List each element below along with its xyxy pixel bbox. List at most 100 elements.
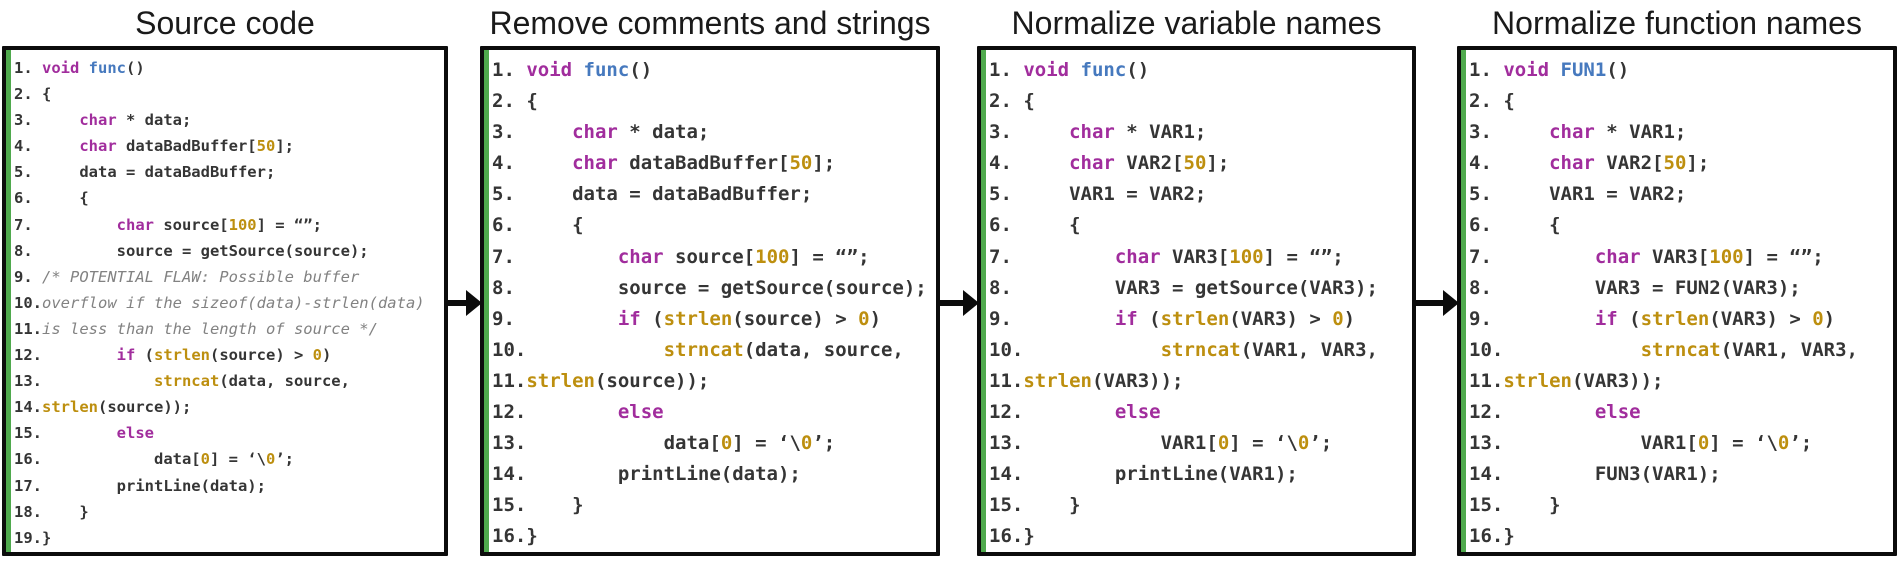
code-token: 7. — [14, 215, 42, 234]
code-token — [1023, 121, 1069, 143]
gutter-stripe — [484, 50, 489, 552]
code-token: ’; — [812, 432, 836, 455]
code-token: ] = “”; — [1743, 245, 1824, 268]
code-line: 14. printLine(data); — [492, 459, 935, 490]
code-token: 6. — [989, 214, 1024, 237]
code-token — [526, 463, 618, 485]
code-line: 9. if (strlen(source) > 0) — [492, 304, 935, 335]
code-token: printLine(data); — [116, 476, 266, 495]
code-line: 18. } — [14, 499, 443, 525]
code-token: { — [1503, 90, 1515, 113]
code-line: 13. VAR1[0] = ‘\0’; — [1469, 428, 1892, 459]
code-token: char — [1549, 152, 1595, 175]
panel-title-normalize-functions: Normalize function names — [1492, 5, 1862, 41]
code-token: (source) > — [210, 346, 313, 365]
code-token: 8. — [14, 241, 42, 260]
code-line: 8. source = getSource(source); — [14, 238, 443, 264]
code-token: } — [79, 502, 89, 521]
code-line: 6. { — [492, 210, 935, 241]
code-line: 17. printLine(data); — [14, 473, 443, 499]
code-token: 10. — [14, 293, 42, 312]
code-token — [1023, 463, 1115, 485]
code-token: (data, source, — [219, 372, 350, 391]
code-token: VAR2[ — [1114, 152, 1184, 175]
code-line: 6. { — [1469, 210, 1892, 241]
code-token: 2. — [989, 90, 1024, 113]
code-line: 12. else — [1469, 397, 1892, 428]
code-token: 5. — [1469, 183, 1504, 206]
code-token: 0 — [858, 307, 870, 330]
code-token: 0 — [266, 450, 276, 469]
code-token: strlen — [154, 346, 210, 365]
code-line: 1. void func() — [492, 55, 935, 86]
code-token: 0 — [1217, 432, 1230, 455]
gutter-stripe — [1461, 50, 1466, 552]
code-token — [42, 372, 154, 390]
code-token: 7. — [492, 245, 527, 268]
code-token: 16. — [989, 525, 1024, 548]
code-token: 16. — [14, 450, 42, 469]
code-token: dataBadBuffer[ — [617, 152, 790, 175]
code-line: 12. if (strlen(source) > 0) — [14, 342, 443, 368]
code-token: ]; — [1206, 152, 1230, 175]
code-token — [1503, 432, 1640, 454]
code-token: 9. — [1469, 307, 1504, 330]
arrow-head — [963, 290, 979, 316]
code-token: 12. — [1469, 401, 1504, 424]
code-token: 0 — [1812, 307, 1824, 330]
code-token — [1503, 494, 1549, 516]
code-block: 1. void FUN1()2. {3. char * VAR1;4. char… — [1466, 53, 1892, 551]
code-token: ) — [869, 307, 882, 330]
code-token: strlen — [663, 307, 733, 330]
code-token: ]; — [275, 137, 294, 156]
code-line: 5. data = dataBadBuffer; — [14, 159, 443, 185]
code-token — [526, 246, 618, 268]
arrow-shaft — [446, 300, 470, 306]
code-token: ) — [322, 346, 332, 365]
code-line: 19.} — [14, 525, 443, 551]
code-line: 13. data[0] = ‘\0’; — [492, 428, 935, 459]
code-line: 1. void func() — [14, 55, 443, 81]
code-token: ] = ‘\ — [1709, 432, 1778, 455]
code-token: 4. — [492, 152, 527, 175]
arrow-head — [1443, 290, 1459, 316]
code-token: (data, source, — [743, 338, 904, 361]
code-token: 100 — [228, 215, 257, 234]
code-token: data[ — [663, 432, 721, 455]
code-token: 1. — [492, 59, 527, 81]
code-token: { — [1549, 214, 1561, 237]
code-token: char — [1594, 245, 1641, 268]
code-line: 16.} — [492, 521, 935, 551]
code-token — [1549, 59, 1560, 81]
code-token — [1503, 214, 1549, 236]
code-token — [526, 494, 572, 516]
code-token: 4. — [989, 152, 1024, 175]
code-token: 3. — [989, 121, 1024, 144]
code-token: 18. — [14, 502, 42, 521]
code-token — [526, 277, 618, 299]
code-token: (VAR3) > — [1229, 307, 1333, 330]
code-token — [526, 214, 572, 236]
code-token: 50 — [789, 152, 813, 175]
code-token — [526, 339, 663, 361]
code-token: 2. — [492, 90, 527, 113]
code-token: if — [617, 307, 641, 330]
code-token: void — [526, 59, 573, 81]
code-token: func — [583, 59, 630, 81]
code-token: char — [1069, 152, 1115, 175]
code-line: 2. { — [492, 86, 935, 117]
code-token: 14. — [1469, 463, 1504, 486]
code-token: FUN3(VAR1); — [1594, 463, 1721, 486]
code-token — [572, 59, 583, 81]
code-token: } — [1549, 494, 1561, 517]
code-line: 11.strlen(VAR3)); — [1469, 366, 1892, 397]
code-token: VAR3[ — [1640, 245, 1710, 268]
code-token: char — [572, 121, 618, 144]
panel-source-code: 1. void func()2. {3. char * data;4. char… — [2, 46, 448, 556]
code-token: 10. — [1469, 338, 1504, 361]
code-token — [1023, 246, 1115, 268]
code-token: 16. — [492, 525, 527, 548]
code-token: is less than the length of source */ — [42, 319, 378, 338]
panel-title-source-code: Source code — [135, 5, 315, 41]
code-token: 8. — [1469, 276, 1504, 299]
